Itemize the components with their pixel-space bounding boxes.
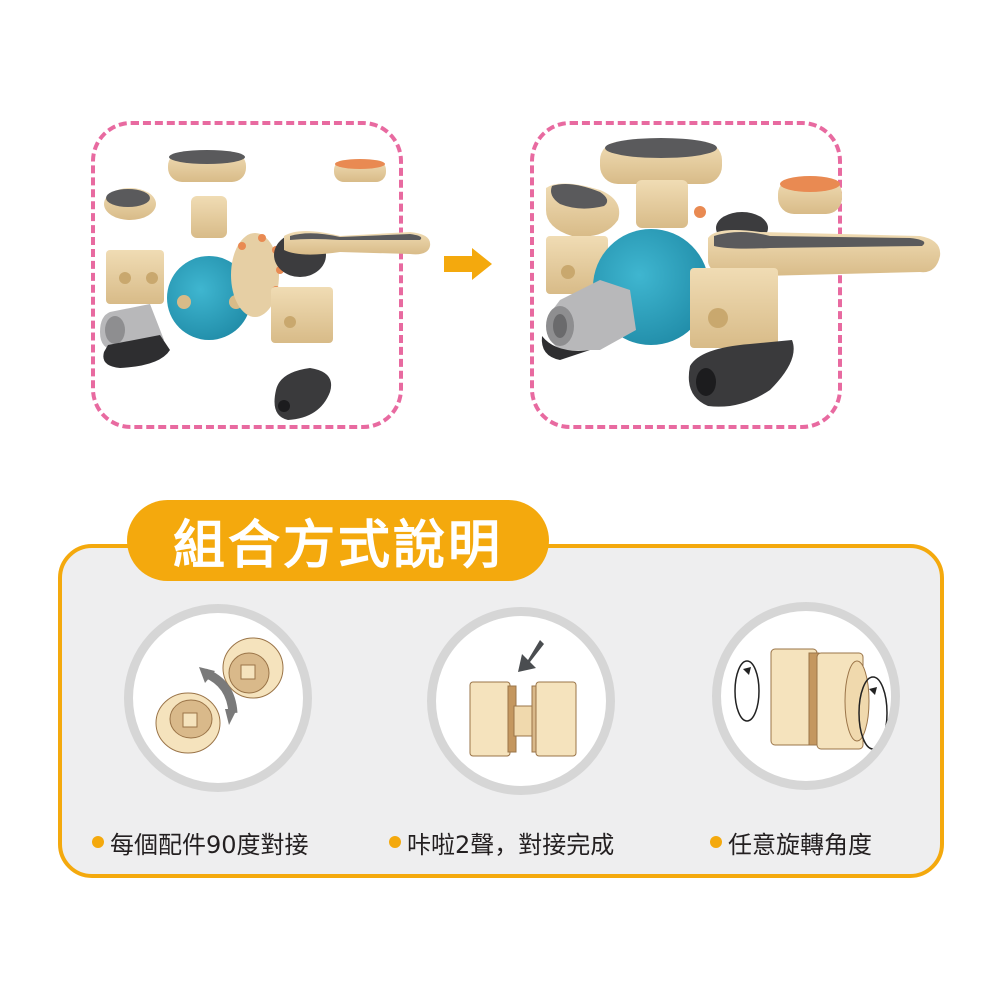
step-1-text: 每個配件90度對接 xyxy=(110,830,309,859)
step-2-text: 咔啦2聲，對接完成 xyxy=(407,830,615,859)
section-title-tag: 組合方式說明 xyxy=(127,500,549,581)
exploded-parts xyxy=(100,150,431,420)
right-arrow-icon xyxy=(444,248,492,280)
step-1-caption: 每個配件90度對接 xyxy=(92,824,309,860)
step-2-caption: 咔啦2聲，對接完成 xyxy=(389,824,614,860)
step-3-text: 任意旋轉角度 xyxy=(728,830,872,859)
step-3-caption: 任意旋轉角度 xyxy=(710,824,872,860)
toy-illustration xyxy=(100,138,941,420)
rotate-connect-gears-icon xyxy=(155,637,284,754)
before-frame xyxy=(91,121,403,429)
step-3-illustration xyxy=(712,602,900,790)
bullet-dot-icon xyxy=(710,836,722,848)
bullet-dot-icon xyxy=(389,836,401,848)
step-1-illustration xyxy=(124,604,312,792)
free-rotate-gears-icon xyxy=(734,648,888,750)
bullet-dot-icon xyxy=(92,836,104,848)
step-2-illustration xyxy=(427,607,615,795)
click-connect-gears-icon xyxy=(469,640,577,757)
after-frame xyxy=(530,121,842,429)
section-title: 組合方式說明 xyxy=(172,516,503,576)
assembled-toy xyxy=(541,138,941,407)
